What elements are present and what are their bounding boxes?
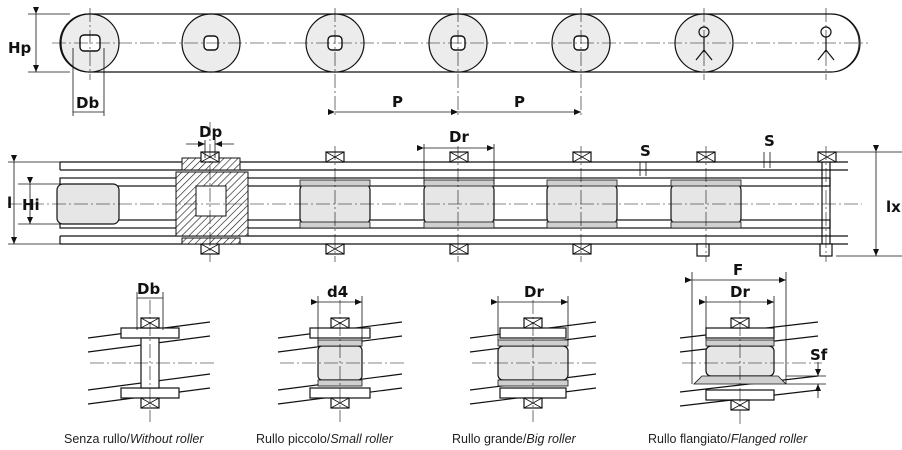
dim-label-Dp: Dp	[199, 123, 222, 141]
top-view: Hp Db P P	[8, 7, 868, 116]
variant-without-roller: Db Senza rullo/Without roller	[64, 280, 214, 446]
pin-head-icon	[572, 151, 592, 255]
dim-label-Db: Db	[137, 280, 160, 298]
dim-label-Hi: Hi	[22, 196, 40, 214]
dim-label-P: P	[392, 93, 403, 111]
dim-label-Dr: Dr	[524, 283, 544, 301]
pin-head-icon	[449, 151, 469, 255]
dim-label-P: P	[514, 93, 525, 111]
dim-label-S: S	[764, 132, 775, 150]
dim-label-Db: Db	[76, 94, 99, 112]
pin-head-icon	[817, 151, 837, 257]
bushing-bore	[195, 185, 227, 217]
caption-without-roller: Senza rullo/Without roller	[64, 432, 204, 446]
dim-label-Sf: Sf	[810, 346, 828, 364]
dim-label-d4: d4	[327, 283, 348, 301]
caption-small-roller: Rullo piccolo/Small roller	[256, 432, 394, 446]
variant-big-roller: Dr Rullo grande/Big roller	[452, 283, 598, 446]
dim-label-lx: lx	[886, 198, 901, 216]
plan-view: l Hi lx Dp Dr S S	[7, 122, 902, 262]
variant-flanged-roller: F Dr Sf Rullo flangiato/Flanged roller	[648, 261, 828, 446]
roller-rim	[546, 221, 618, 229]
variant-small-roller: d4 Rullo piccolo/Small roller	[256, 283, 404, 446]
dim-label-F: F	[733, 261, 743, 279]
dim-label-Hp: Hp	[8, 39, 32, 57]
dim-label-S: S	[640, 142, 651, 160]
roller-rim	[423, 221, 495, 229]
caption-flanged-roller: Rullo flangiato/Flanged roller	[648, 432, 808, 446]
caption-big-roller: Rullo grande/Big roller	[452, 432, 577, 446]
dim-label-Dr: Dr	[730, 283, 750, 301]
roller-rim	[423, 179, 495, 187]
roller-rim	[546, 179, 618, 187]
dim-label-Dr: Dr	[449, 128, 469, 146]
dim-label-l: l	[7, 194, 12, 212]
sectioned-plate	[181, 237, 241, 245]
